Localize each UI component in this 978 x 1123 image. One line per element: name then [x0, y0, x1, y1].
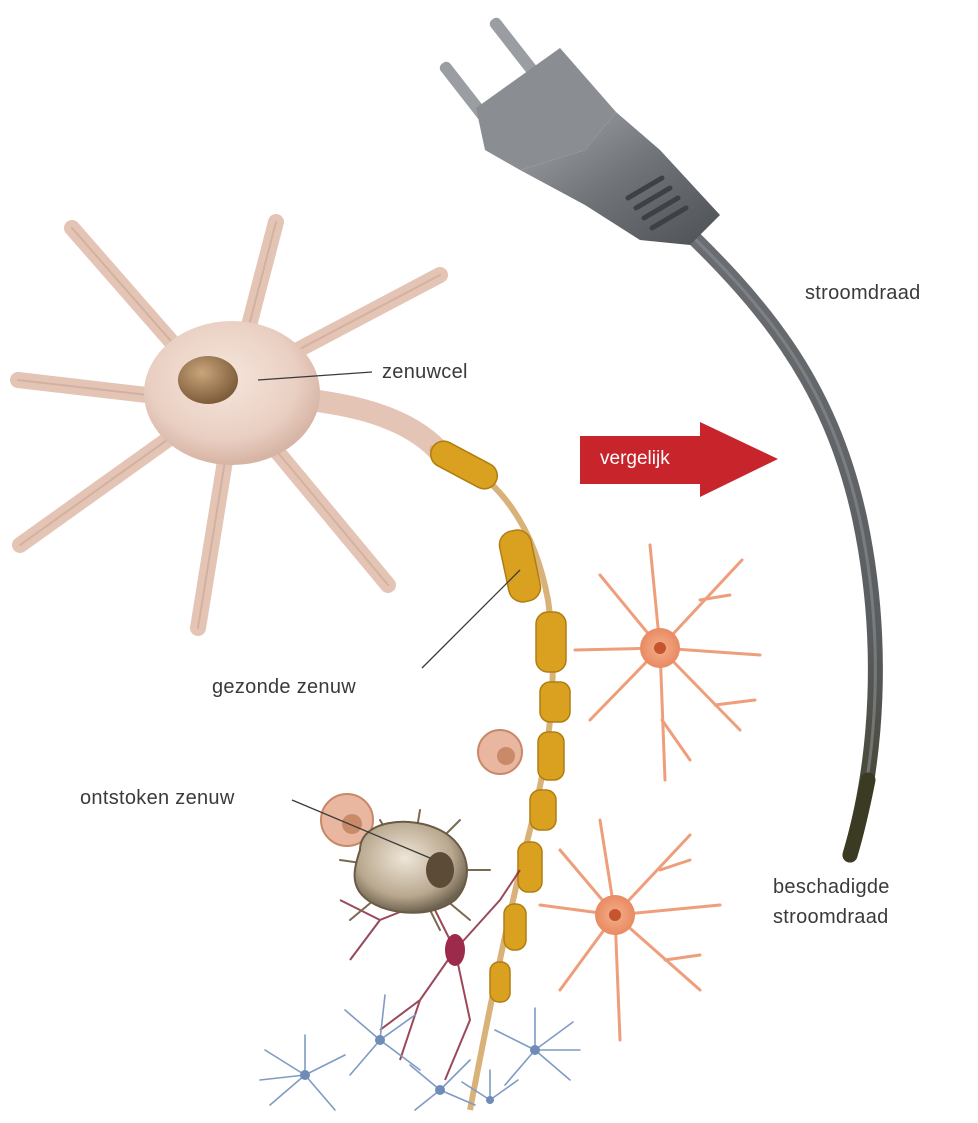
label-damaged-cord: beschadigde stroomdraad [773, 872, 890, 932]
label-nerve-cell: zenuwcel [382, 361, 468, 384]
label-power-cord: stroomdraad [805, 282, 921, 305]
myelin-sheath [426, 437, 570, 1002]
leader-lines [258, 372, 520, 858]
nerve-cell [18, 222, 440, 628]
nucleus [178, 356, 238, 404]
power-plug-icon [438, 16, 720, 245]
power-cord [670, 215, 875, 855]
label-damaged-cord-line1: beschadigde [773, 872, 890, 902]
cord-damaged-end [850, 780, 868, 855]
small-neuron-lower [540, 820, 720, 1040]
blue-cells [260, 995, 580, 1110]
label-damaged-cord-line2: stroomdraad [773, 902, 890, 932]
label-inflamed-nerve: ontstoken zenuw [80, 787, 235, 810]
label-compare: vergelijk [600, 448, 670, 470]
label-healthy-nerve: gezonde zenuw [212, 676, 356, 699]
